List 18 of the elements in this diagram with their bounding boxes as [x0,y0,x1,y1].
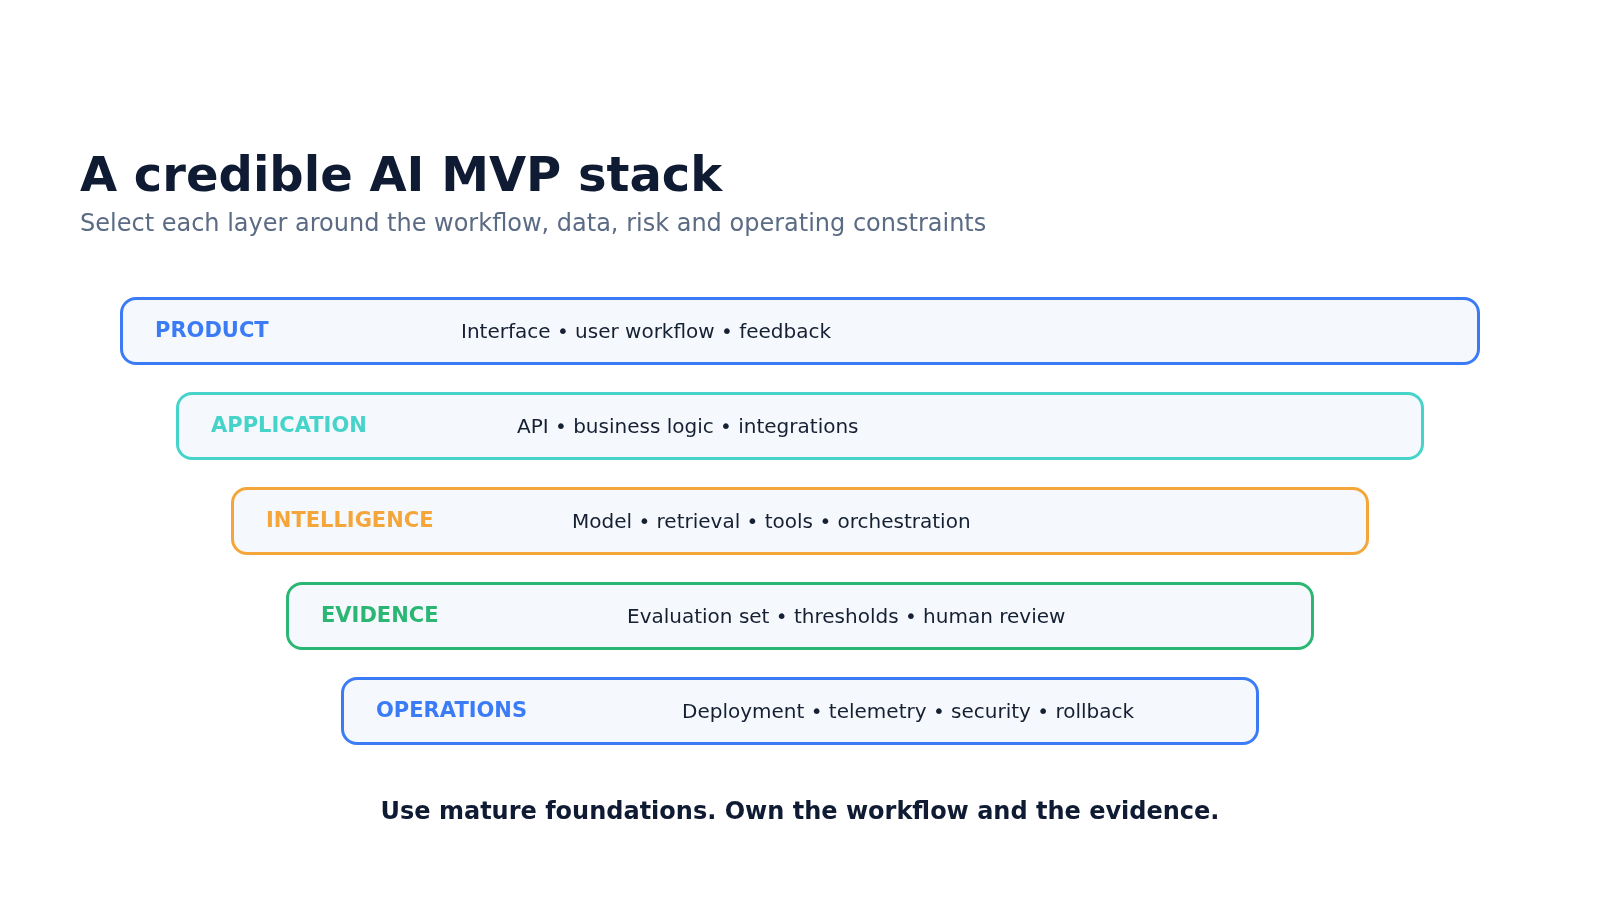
layer-name: INTELLIGENCE [266,507,434,535]
layer-description: Model • retrieval • tools • orchestration [572,508,971,535]
layer-box [120,297,1480,365]
layer-name: APPLICATION [211,412,367,440]
title: A credible AI MVP stack [80,145,723,204]
layer-box [286,582,1314,650]
subtitle: Select each layer around the workflow, data, risk and operating constraints [80,208,987,239]
layer-description: Interface • user workflow • feedback [461,318,831,345]
layer-description: API • business logic • integrations [517,413,859,440]
layer-description: Deployment • telemetry • security • rollback [682,698,1135,725]
layer-box [176,392,1424,460]
layer-name: PRODUCT [155,317,269,345]
caption: Use mature foundations. Own the workflow and the evidence. [379,796,1221,827]
layer-description: Evaluation set • thresholds • human review [627,603,1066,630]
layer-name: EVIDENCE [321,602,439,630]
layer-name: OPERATIONS [376,697,528,725]
layer-box [231,487,1369,555]
layer-box [341,677,1259,745]
